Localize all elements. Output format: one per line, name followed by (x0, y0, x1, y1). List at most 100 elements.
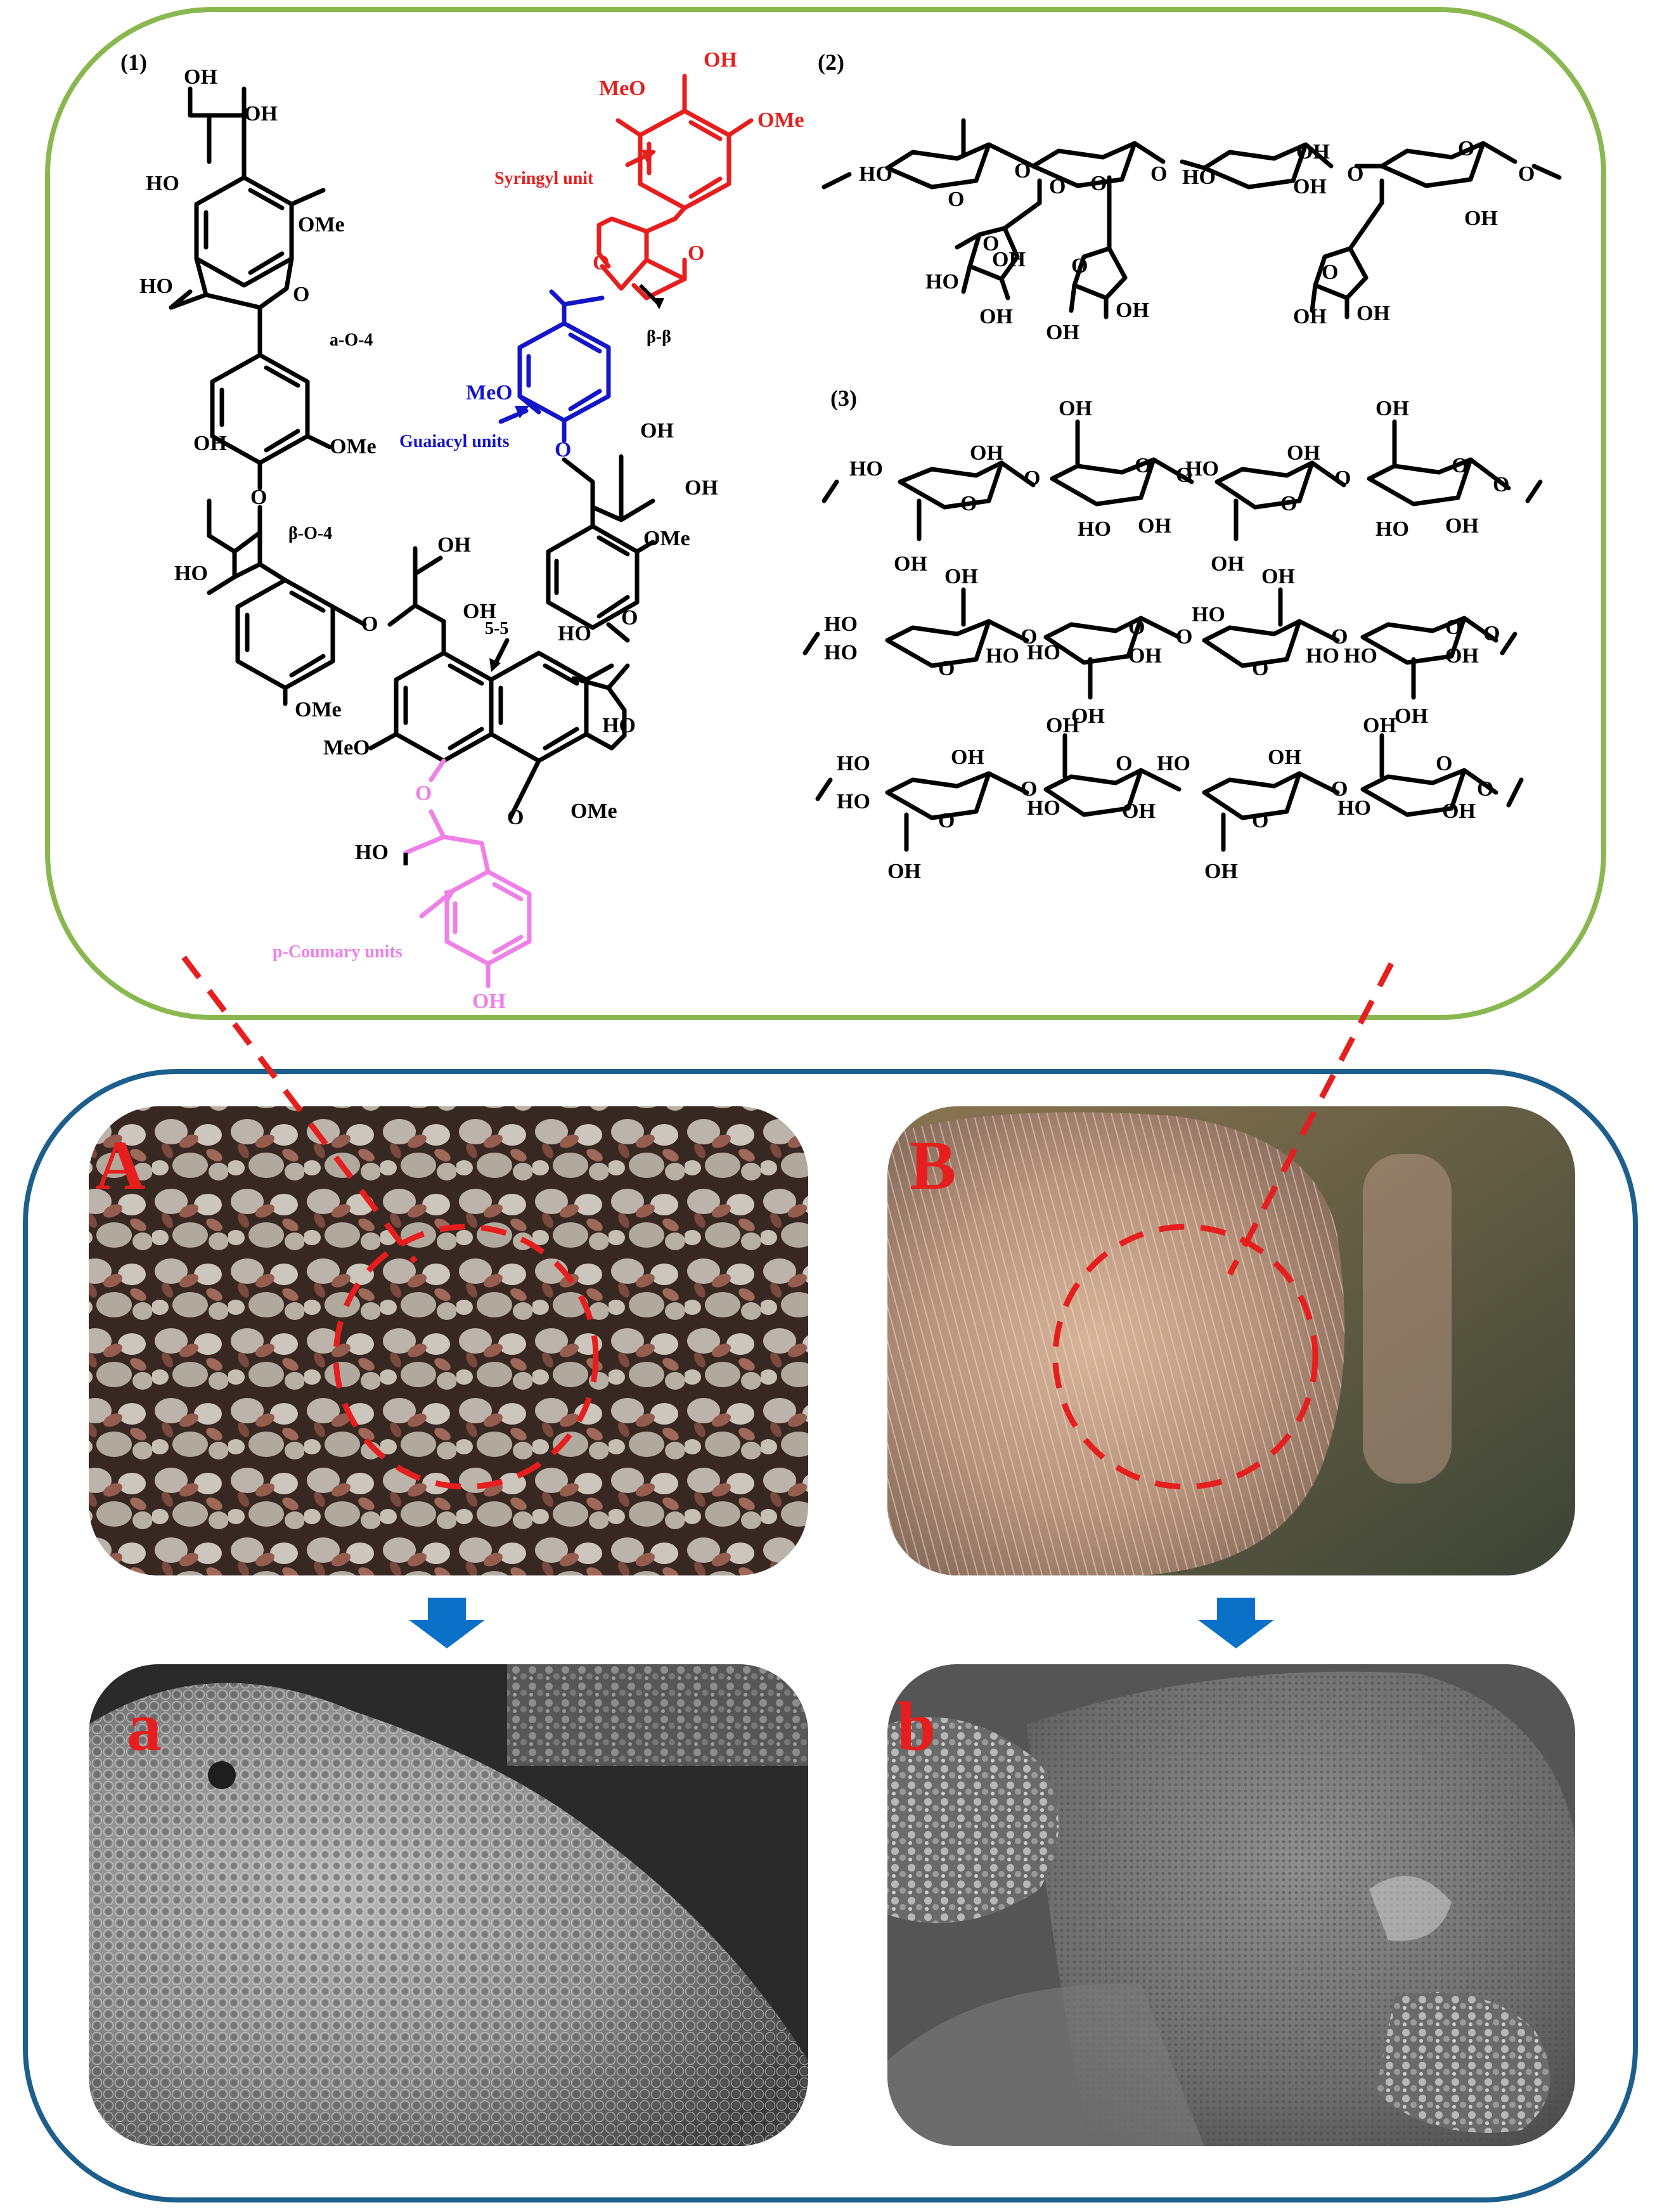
cell-oh-r1-4: OH (1138, 514, 1171, 538)
cell-oh-r3-6: OH (1442, 799, 1476, 823)
highlight-circle-b (1052, 1224, 1318, 1490)
cell-oh-r1-7: OH (894, 552, 927, 576)
panel-letter-b-upper: B (910, 1127, 956, 1204)
coumaryl-units-label: p-Coumary units (273, 942, 403, 962)
cell-oh-r1-2: OH (1375, 397, 1409, 420)
lignin-o-2: O (250, 486, 267, 509)
cell-oh-r2-1: OH (944, 565, 978, 588)
highlight-circle-a (333, 1224, 599, 1490)
syringyl-o-1: O (593, 251, 609, 275)
cell-oh-r2-5: OH (1071, 704, 1105, 728)
lignin-ome-4: OMe (570, 799, 617, 823)
lignin-o-4: O (507, 806, 524, 829)
coumaryl-oh: OH (472, 990, 506, 1013)
syringyl-unit-label: Syringyl unit (494, 169, 594, 188)
cell-oh-r3-8: OH (1204, 860, 1238, 883)
hemi-ho-3: HO (925, 270, 959, 294)
syringyl-o-2: O (688, 242, 704, 265)
cell-oh-r2-2: OH (1261, 565, 1295, 588)
cell-o-r1-7: O (1452, 454, 1468, 477)
hemi-ho-1: HO (859, 162, 892, 186)
down-arrow-right (1198, 1598, 1274, 1648)
section-label-hemicellulose: (2) (818, 49, 844, 75)
samples-frame (23, 1069, 1638, 2202)
lignin-ho-1: HO (146, 172, 179, 195)
lignin-oh-3: OH (193, 432, 227, 455)
lignin-ho-5: HO (558, 622, 591, 645)
cell-ho-r2-6: HO (1306, 644, 1339, 668)
chemistry-frame (45, 7, 1606, 1020)
hemi-oh-8: OH (1293, 305, 1327, 328)
cell-o-r1-5: O (1280, 492, 1297, 515)
link-a-o-4: a-O-4 (330, 330, 373, 350)
cell-oh-r2-3: OH (1128, 644, 1162, 668)
cell-o-r2-4: O (1176, 625, 1192, 649)
cell-ho-r3-2: HO (837, 790, 870, 813)
cell-o-r2-1: O (938, 657, 955, 680)
lignin-ome-1: OMe (298, 213, 345, 236)
cell-o-r3-7: O (1477, 777, 1493, 801)
hemi-oh-3: OH (1464, 207, 1498, 230)
guaiacyl-meo: MeO (466, 381, 513, 404)
link-beta-beta: β-β (647, 327, 671, 347)
hemi-o-5: O (1150, 162, 1167, 186)
lignin-o-3: O (361, 612, 378, 636)
down-arrow-left (409, 1598, 485, 1648)
hemi-o-4: O (1090, 172, 1107, 195)
cell-o-r3-4: O (1252, 809, 1268, 832)
lignin-oh-7: OH (685, 476, 718, 500)
lignin-oh-4: OH (437, 533, 471, 557)
photo-b (887, 1106, 1575, 1575)
cell-o-r3-2: O (1021, 777, 1037, 801)
cell-o-r2-2: O (1021, 625, 1037, 649)
cell-ho-r3-3: HO (1027, 796, 1060, 820)
cell-ho-r3-1: HO (837, 752, 870, 775)
cell-o-r3-3: O (1116, 752, 1132, 775)
lignin-oh-1: OH (184, 65, 217, 89)
lignin-structure: (1) (120, 48, 804, 1013)
lignin-ome-5: OMe (643, 527, 690, 550)
guaiacyl-o: O (555, 438, 571, 462)
panel-letter-b-lower: b (897, 1688, 936, 1765)
cell-ho-r2-1: HO (824, 612, 858, 636)
cell-o-r3-6: O (1436, 752, 1452, 775)
cell-oh-r3-3: OH (951, 746, 984, 769)
hemi-oh-1: OH (1296, 140, 1330, 164)
hemi-o-8: O (1518, 162, 1535, 186)
cell-oh-r2-4: OH (1445, 644, 1479, 668)
cell-oh-r1-3: OH (970, 441, 1003, 465)
syringyl-ome: OMe (757, 108, 804, 132)
sem-image-a (89, 1664, 808, 2146)
hemi-o-7: O (1458, 137, 1474, 160)
cell-oh-r2-6: OH (1395, 704, 1428, 728)
lignin-ho-6: HO (602, 714, 636, 737)
cell-ho-r1-1: HO (849, 457, 883, 481)
cell-o-r1-2: O (1024, 467, 1040, 490)
cell-ho-r1-3: HO (1185, 457, 1219, 481)
cell-ho-r2-7: HO (1344, 644, 1377, 668)
lignin-o-1: O (293, 283, 309, 306)
coumaryl-o: O (415, 782, 432, 805)
hemi-oh-5: OH (979, 305, 1013, 328)
cell-oh-r1-6: OH (1445, 514, 1479, 538)
cell-ho-r3-5: HO (1337, 796, 1371, 820)
cell-o-r1-1: O (960, 492, 977, 515)
hemi-ho-2: HO (1182, 165, 1216, 189)
cell-o-r1-6: O (1334, 467, 1351, 490)
leader-line-left (181, 955, 418, 1264)
section-label-lignin: (1) (120, 49, 147, 75)
cell-o-r1-3: O (1135, 454, 1151, 477)
syringyl-oh: OH (704, 48, 737, 72)
photo-a (89, 1106, 808, 1575)
cell-o-r2-8: O (1483, 622, 1500, 645)
cell-ho-r2-5: HO (1192, 603, 1225, 626)
hemi-o-1: O (948, 188, 964, 211)
section-label-cellulose: (3) (830, 385, 857, 411)
hemi-oh-9: OH (1356, 302, 1390, 325)
link-beta-o-4: β-O-4 (288, 524, 332, 543)
cell-ho-r2-3: HO (986, 644, 1019, 668)
cell-o-r2-5: O (1252, 657, 1268, 680)
hemi-oh-2: OH (1293, 175, 1327, 198)
lignin-ome-2: OMe (330, 435, 377, 458)
